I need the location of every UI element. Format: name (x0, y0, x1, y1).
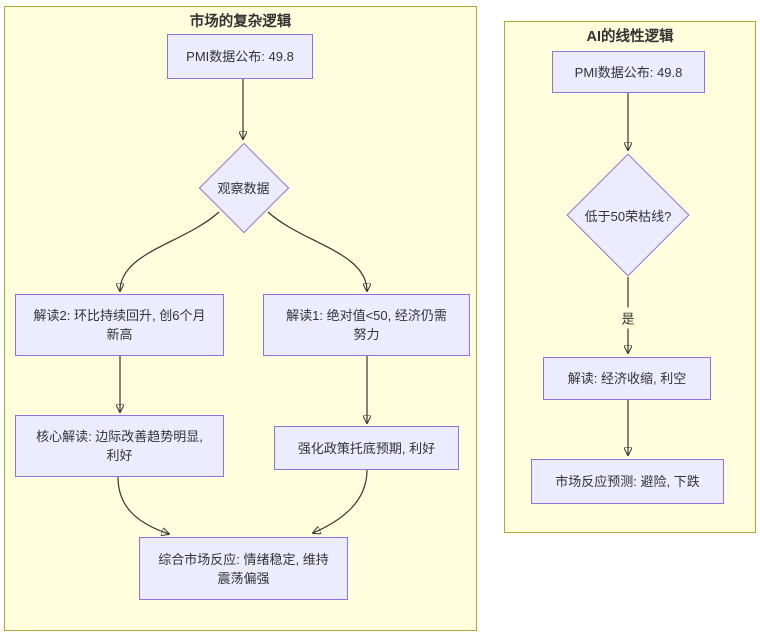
cluster-market-logic-title: 市场的复杂逻辑 (189, 14, 292, 30)
node-ai-pmi-label: PMI数据公布: 49.8 (574, 64, 683, 80)
decision-observe-data: 观察数据 (197, 142, 290, 233)
node-market-pmi-label: PMI数据公布: 49.8 (186, 49, 294, 64)
node-ai-interp: 解读: 经济收缩, 利空 (543, 357, 711, 400)
cluster-ai-logic: AI的线性逻辑 (504, 21, 756, 533)
node-combined-reaction-label: 综合市场反应: 情绪稳定, 维持震荡偏强 (158, 551, 329, 586)
node-interp2: 解读2: 环比持续回升, 创6个月新高 (15, 294, 224, 356)
node-interp1-label: 解读1: 绝对值<50, 经济仍需努力 (286, 308, 447, 342)
node-core-interp: 核心解读: 边际改善趋势明显, 利好 (15, 415, 224, 477)
decision-threshold-label: 低于50荣枯线? (584, 208, 672, 224)
node-combined-reaction: 综合市场反应: 情绪稳定, 维持震荡偏强 (139, 537, 348, 600)
node-policy-expectation: 强化政策托底预期, 利好 (274, 426, 459, 470)
edge-label-yes: 是 (616, 307, 640, 329)
node-ai-forecast-label: 市场反应预测: 避险, 下跌 (555, 474, 700, 489)
node-policy-expectation-label: 强化政策托底预期, 利好 (297, 440, 436, 456)
decision-threshold: 低于50荣枯线? (566, 153, 690, 277)
node-ai-interp-label: 解读: 经济收缩, 利空 (567, 371, 687, 386)
node-core-interp-label: 核心解读: 边际改善趋势明显, 利好 (36, 429, 203, 463)
cluster-ai-logic-title: AI的线性逻辑 (586, 29, 674, 45)
node-market-pmi: PMI数据公布: 49.8 (167, 34, 313, 79)
decision-observe-data-label: 观察数据 (217, 181, 270, 196)
node-interp2-label: 解读2: 环比持续回升, 创6个月新高 (33, 308, 206, 342)
node-ai-pmi: PMI数据公布: 49.8 (552, 51, 705, 93)
node-ai-forecast: 市场反应预测: 避险, 下跌 (531, 459, 724, 504)
node-interp1: 解读1: 绝对值<50, 经济仍需努力 (263, 294, 470, 356)
